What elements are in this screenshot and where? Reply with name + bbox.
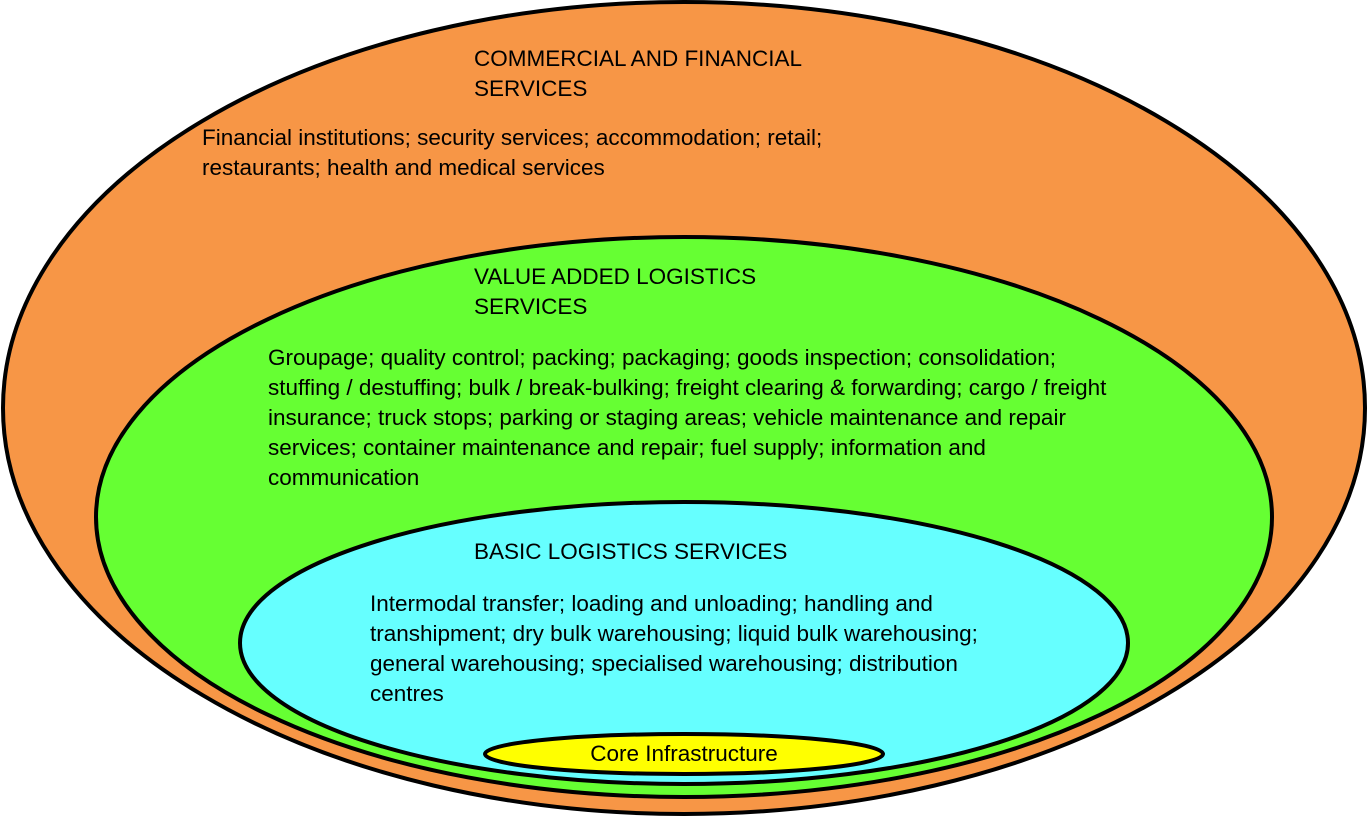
core-infrastructure-label: Core Infrastructure: [590, 741, 778, 766]
middle-ring-title: VALUE ADDED LOGISTICS SERVICES: [474, 264, 757, 319]
core-infrastructure-ellipse: [483, 732, 885, 776]
middle-ring-description: Groupage; quality control; packing; pack…: [268, 345, 1107, 490]
inner-ring-description: Intermodal transfer; loading and unloadi…: [370, 591, 978, 706]
outer-ring-description: Financial institutions; security service…: [202, 125, 823, 180]
inner-ring-title: BASIC LOGISTICS SERVICES: [474, 539, 788, 564]
outer-ring-title: COMMERCIAL AND FINANCIAL SERVICES: [474, 46, 802, 101]
inner-ring-basic-logistics: [238, 500, 1130, 786]
